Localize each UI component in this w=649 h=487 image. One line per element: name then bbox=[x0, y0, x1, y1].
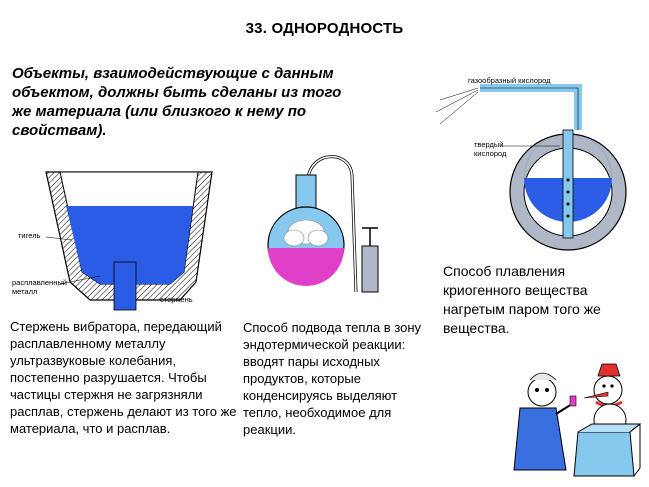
molten-metal-label-line2: металл bbox=[12, 287, 38, 296]
crucible-caption: Стержень вибратора, передающий расплавле… bbox=[10, 319, 237, 436]
rod-label: стержень bbox=[160, 295, 193, 304]
gas-oxygen-label: газообразный кислород bbox=[468, 76, 551, 85]
oxygen-caption: Способ плавления криогенного вещества на… bbox=[443, 263, 601, 336]
oxygen-apparatus bbox=[435, 84, 627, 251]
molten-metal bbox=[66, 206, 193, 284]
solid-oxygen-label-line1: твердый bbox=[474, 140, 504, 149]
principle-description: Объекты, взаимодействующие с данным объе… bbox=[12, 65, 342, 139]
flask-caption: Способ подвода тепла в зону эндотермичес… bbox=[243, 320, 422, 437]
slide-title: 33. ОДНОРОДНОСТЬ bbox=[245, 20, 404, 37]
pump-cylinder bbox=[361, 245, 379, 293]
solid-oxygen-label-line2: кислород bbox=[474, 149, 507, 158]
snowman-head bbox=[593, 375, 623, 405]
woman-head bbox=[527, 377, 557, 407]
reactant-cloud bbox=[283, 219, 329, 247]
molten-metal-label-line1: расплавленный bbox=[12, 278, 67, 287]
cartoon-illustration bbox=[513, 363, 642, 477]
crucible-illustration bbox=[45, 171, 213, 311]
vibrator-rod bbox=[113, 261, 137, 311]
crucible-label: тигель bbox=[18, 231, 41, 240]
flask-illustration bbox=[267, 155, 379, 293]
